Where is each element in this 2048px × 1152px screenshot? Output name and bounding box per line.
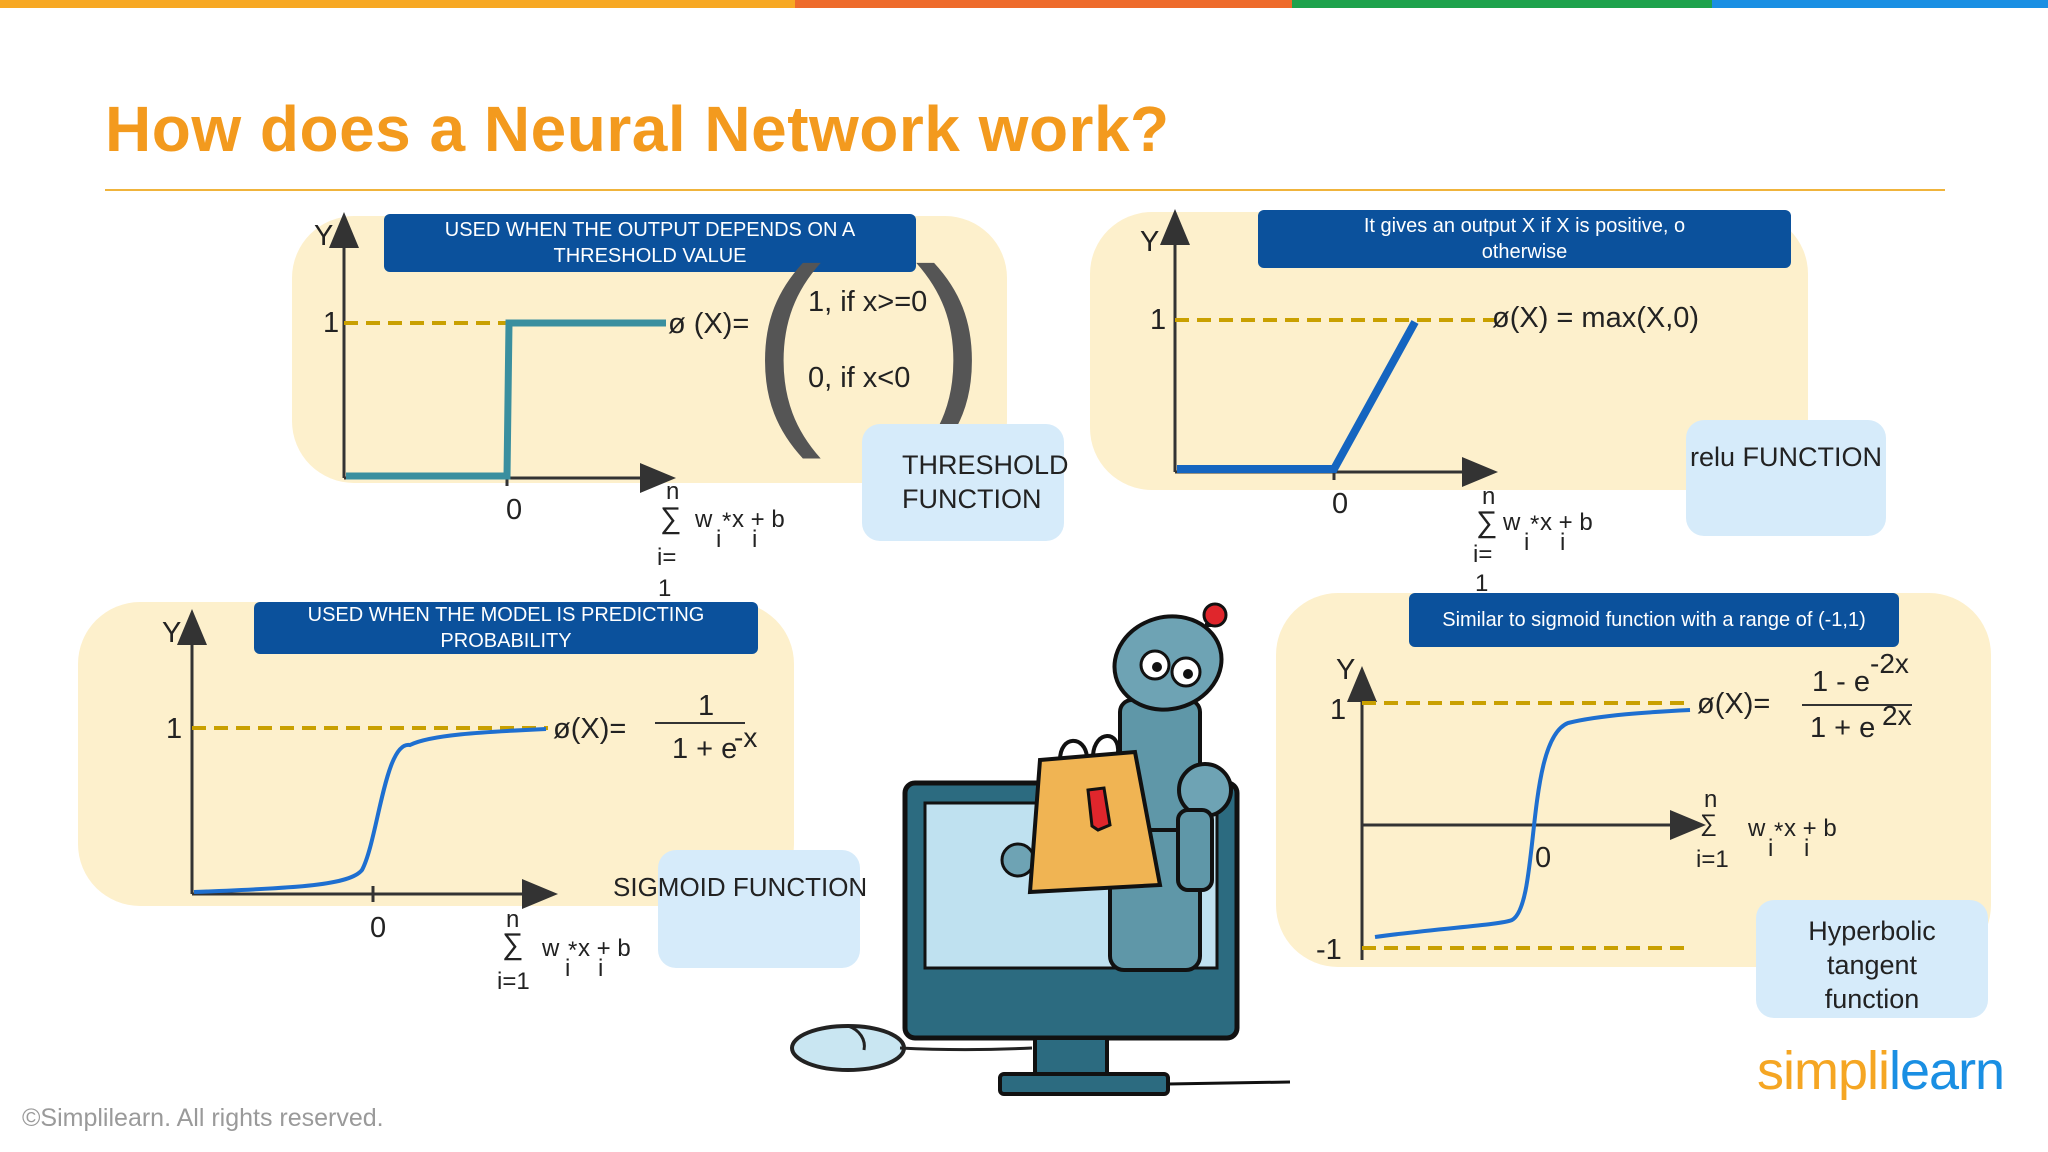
relu-sum-sigma: ∑ bbox=[1476, 506, 1498, 539]
relu-zero-label: 0 bbox=[1332, 488, 1349, 520]
sigmoid-sum-sub-i2: i bbox=[598, 955, 604, 982]
logo-part-2: i bbox=[1878, 1041, 1890, 1101]
threshold-sum-from-2: 1 bbox=[658, 575, 672, 602]
tanh-fraction-bar bbox=[1802, 704, 1912, 706]
threshold-formula-lhs: ø (X)= bbox=[668, 308, 750, 340]
bar-segment-red bbox=[795, 0, 1292, 8]
threshold-case-2: 0, if x<0 bbox=[808, 362, 911, 394]
relu-sum-n: n bbox=[1482, 483, 1496, 510]
relu-one-label: 1 bbox=[1150, 304, 1167, 336]
threshold-function-label: THRESHOLD FUNCTION bbox=[862, 424, 1069, 541]
simplilearn-logo: simplilearn bbox=[1757, 1040, 2005, 1102]
threshold-step-curve bbox=[346, 319, 666, 480]
tanh-function-label: Hyperbolic tangent function bbox=[1756, 900, 1988, 1018]
threshold-y-label: Y bbox=[314, 220, 334, 252]
sigmoid-sum-star: * bbox=[568, 937, 578, 964]
sigmoid-note: USED WHEN THE MODEL IS PREDICTING PROBAB… bbox=[254, 602, 758, 654]
sigmoid-formula-lhs: ø(X)= bbox=[553, 713, 627, 745]
threshold-note: USED WHEN THE OUTPUT DEPENDS ON A THRESH… bbox=[384, 214, 916, 272]
sigmoid-sum-n: n bbox=[506, 906, 520, 933]
tanh-numerator: 1 - e bbox=[1812, 666, 1871, 698]
tanh-note: Similar to sigmoid function with a range… bbox=[1409, 593, 1899, 647]
threshold-sum-w: w bbox=[695, 506, 713, 533]
logo-part-3: learn bbox=[1889, 1041, 2005, 1101]
sigmoid-exponent: -x bbox=[734, 722, 758, 753]
threshold-sum-sub-i1: i bbox=[716, 526, 722, 553]
bar-segment-green bbox=[1292, 0, 1712, 8]
tanh-sum-w: w bbox=[1748, 815, 1766, 842]
threshold-sum-n: n bbox=[666, 478, 680, 505]
relu-sum-x: x + b bbox=[1540, 509, 1593, 536]
sigmoid-fraction-bar bbox=[655, 722, 745, 724]
tanh-graph bbox=[1347, 666, 1706, 960]
threshold-one-label: 1 bbox=[323, 307, 340, 339]
tanh-denominator-exponent: 2x bbox=[1882, 700, 1912, 731]
relu-sum-w: w bbox=[1503, 509, 1521, 536]
copyright-text: ©Simplilearn. All rights reserved. bbox=[22, 1104, 384, 1132]
sigmoid-sum-w: w bbox=[542, 935, 560, 962]
bar-segment-orange bbox=[0, 0, 795, 8]
slide-title: How does a Neural Network work? bbox=[105, 93, 1170, 165]
threshold-close-paren: ) bbox=[915, 225, 985, 460]
relu-y-label: Y bbox=[1140, 226, 1160, 258]
tanh-neg-one-label: -1 bbox=[1316, 934, 1342, 966]
relu-function-label: relu FUNCTION bbox=[1686, 420, 1886, 536]
sigmoid-sum-x: x + b bbox=[578, 935, 631, 962]
relu-sum-from-2: 1 bbox=[1475, 570, 1489, 597]
relu-sum-from: i= bbox=[1473, 541, 1493, 568]
relu-sum-star: * bbox=[1530, 511, 1540, 538]
tanh-sum-star: * bbox=[1774, 818, 1784, 845]
threshold-sum-x: x + b bbox=[732, 506, 785, 533]
sigmoid-sum-sigma: ∑ bbox=[502, 928, 524, 961]
relu-note: It gives an output X if X is positive, o… bbox=[1258, 210, 1791, 268]
sigmoid-denominator: 1 + e bbox=[672, 733, 738, 765]
tanh-sum-sigma: ∑ bbox=[1700, 810, 1718, 837]
computer-mouse bbox=[790, 1024, 1033, 1072]
threshold-sum-sub-i2: i bbox=[752, 526, 758, 553]
sigmoid-curve bbox=[193, 727, 547, 894]
title-divider bbox=[105, 189, 1945, 191]
sigmoid-graph bbox=[177, 609, 558, 909]
relu-curve bbox=[1177, 320, 1419, 473]
tanh-sum-n: n bbox=[1704, 786, 1718, 813]
relu-sum-sub-i2: i bbox=[1560, 529, 1566, 556]
tanh-sum-from: i=1 bbox=[1696, 846, 1729, 873]
threshold-zero-label: 0 bbox=[506, 494, 523, 526]
relu-formula: ø(X) = max(X,0) bbox=[1492, 302, 1700, 334]
tanh-zero-label: 0 bbox=[1535, 842, 1552, 874]
sigmoid-one-label: 1 bbox=[166, 713, 183, 745]
tanh-y-label: Y bbox=[1336, 654, 1356, 686]
threshold-sum-sigma: ∑ bbox=[660, 502, 682, 535]
logo-part-1: simpl bbox=[1757, 1041, 1879, 1101]
tanh-curve bbox=[1374, 708, 1691, 939]
top-color-bar bbox=[0, 0, 2048, 8]
threshold-graph bbox=[329, 212, 676, 493]
threshold-open-paren: ( bbox=[752, 225, 822, 460]
sigmoid-y-label: Y bbox=[162, 617, 182, 649]
sigmoid-numerator: 1 bbox=[698, 690, 715, 722]
tanh-sum-x: x + b bbox=[1784, 815, 1837, 842]
relu-graph bbox=[1160, 209, 1498, 487]
sigmoid-function-label: SIGMOID FUNCTION bbox=[613, 850, 867, 968]
threshold-sum-from: i= bbox=[657, 544, 677, 571]
bar-segment-blue bbox=[1712, 0, 2048, 8]
sigmoid-sum-sub-i1: i bbox=[565, 955, 571, 982]
tanh-sum-sub-i1: i bbox=[1768, 835, 1774, 862]
relu-sum-sub-i1: i bbox=[1524, 529, 1530, 556]
tanh-sum-sub-i2: i bbox=[1804, 835, 1810, 862]
tanh-denominator: 1 + e bbox=[1810, 712, 1876, 744]
sigmoid-zero-label: 0 bbox=[370, 912, 387, 944]
sigmoid-sum-from: i=1 bbox=[497, 968, 530, 995]
tanh-formula-lhs: ø(X)= bbox=[1697, 688, 1771, 720]
tanh-numerator-exponent: -2x bbox=[1870, 648, 1909, 679]
threshold-case-1: 1, if x>=0 bbox=[808, 286, 928, 318]
threshold-sum-star: * bbox=[722, 508, 732, 535]
tanh-one-label: 1 bbox=[1330, 694, 1347, 726]
shopping-bag bbox=[1027, 734, 1163, 895]
